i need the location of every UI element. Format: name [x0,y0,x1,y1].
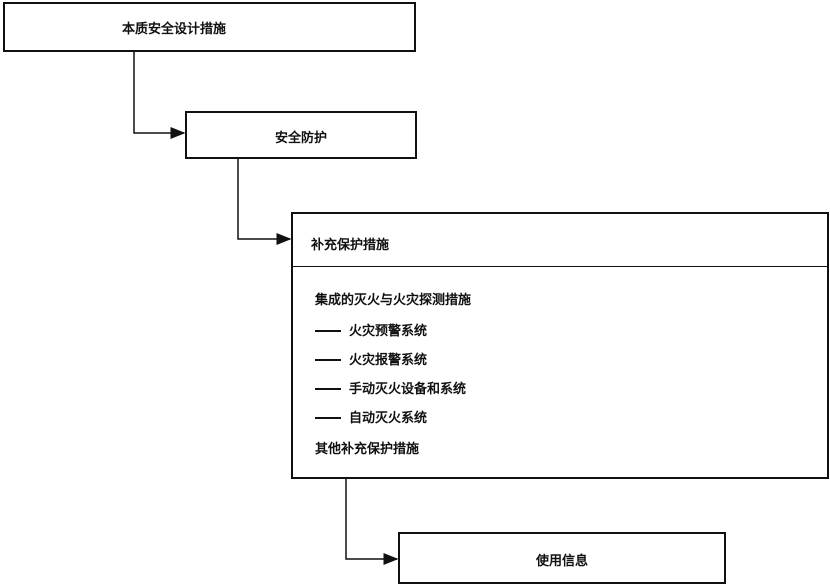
supplementary-measures-title: 补充保护措施 [311,238,390,253]
list-item: 手动灭火设备和系统 [315,378,466,397]
usage-information-box: 使用信息 [398,532,726,584]
other-supplementary-measures: 其他补充保护措施 [315,442,420,457]
arrow-guarding-to-supplementary [237,159,292,245]
supplementary-divider [293,266,827,267]
dash-marker [315,387,341,390]
safety-guarding-box: 安全防护 [185,111,417,159]
arrow-supplementary-to-usage [345,479,399,565]
usage-information-label: 使用信息 [535,554,588,569]
intrinsic-safety-label: 本质安全设计措施 [122,22,227,37]
dash-marker [315,329,341,332]
arrow-intrinsic-to-guarding [133,52,186,139]
integrated-fire-measures-heading: 集成的灭火与火灾探测措施 [315,293,472,308]
list-item: 自动灭火系统 [315,407,427,426]
intrinsic-safety-box: 本质安全设计措施 [3,2,416,52]
list-item: 火灾预警系统 [315,320,427,339]
list-item: 火灾报警系统 [315,349,427,368]
supplementary-measures-box: 补充保护措施 集成的灭火与火灾探测措施 火灾预警系统 火灾报警系统 手动灭火设备… [291,212,829,479]
safety-guarding-label: 安全防护 [274,131,327,146]
dash-marker [315,416,341,419]
dash-marker [315,358,341,361]
